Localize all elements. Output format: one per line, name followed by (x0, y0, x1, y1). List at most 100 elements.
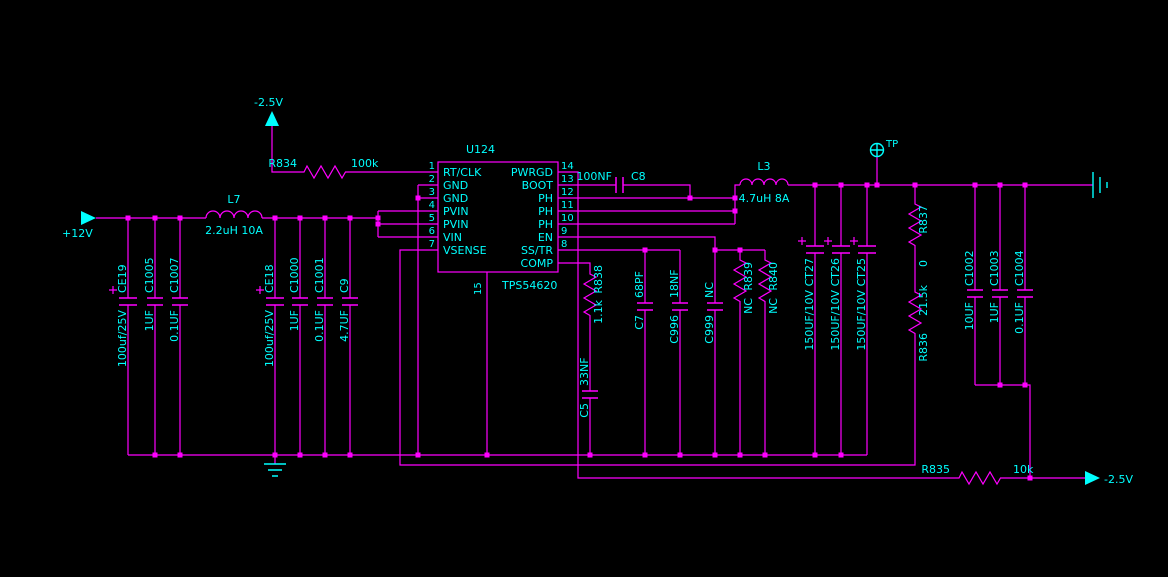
right-arrow-icon (81, 211, 96, 225)
cap-plates (707, 302, 723, 311)
ic-pin10-label: PH (538, 218, 553, 231)
ct26-ref: CT26 (829, 258, 842, 286)
inductor-coil (739, 178, 789, 186)
wire-comp-net (572, 262, 591, 455)
ic-pin5-num: 5 (429, 213, 435, 224)
r835-ref: R835 (921, 463, 950, 476)
capacitor-ct25: CT25 150UF/10V (850, 237, 876, 351)
capacitor-c5: 33NF C5 (578, 357, 598, 418)
c1005-value: 1UF (143, 310, 156, 331)
c9-ref: C9 (338, 278, 351, 293)
inductor-coil (205, 210, 263, 219)
l7-value: 2.2uH 10A (205, 224, 263, 237)
cap-plates (615, 177, 624, 193)
cap-plates (342, 297, 358, 306)
polarity-plus-icon (850, 237, 858, 245)
resistor-r835: R835 10k (921, 463, 1034, 486)
cap-plates (292, 297, 308, 306)
c1003-value: 1UF (988, 302, 1001, 323)
c5-value: 33NF (578, 357, 591, 386)
ic-pin14-num: 14 (561, 161, 574, 172)
ic-pin10-num: 10 (561, 213, 574, 224)
cap-plates (806, 245, 824, 254)
c1004-value: 0.1UF (1013, 302, 1026, 334)
ic-pin7-label: VSENSE (443, 244, 487, 257)
power-neg2v5-top: -2.5V (254, 96, 283, 126)
c9-value: 4.7UF (338, 310, 351, 342)
cap-plates (582, 390, 598, 399)
capacitor-c7: 68PF C7 (633, 271, 653, 330)
cap-plates (147, 297, 163, 306)
capacitor-ce18: CE18 100uf/25V (256, 264, 284, 367)
ic-pin3-num: 3 (429, 187, 435, 198)
cap-plates (858, 245, 876, 254)
ic-pin3-label: GND (443, 192, 468, 205)
l7-ref: L7 (227, 193, 240, 206)
wire-boot (572, 184, 691, 198)
cap-plates (172, 297, 188, 306)
wire-pwrgd-neg2v5 (572, 171, 1085, 479)
ic-pin13-num: 13 (561, 174, 574, 185)
ic-pin-comp-label: COMP (521, 257, 554, 270)
capacitor-c1002: C1002 10UF (963, 250, 983, 330)
resistor-r840: R840 NC (757, 256, 780, 314)
ic-pin4-num: 4 (429, 200, 435, 211)
capacitor-c1007: C1007 0.1UF (168, 257, 188, 342)
resistor-r834: R834 100k (268, 157, 379, 180)
r837-value: 0 (917, 260, 930, 267)
ic-pin1-label: RT/CLK (443, 166, 482, 179)
capacitor-c996: 18NF C996 (668, 269, 688, 344)
ic-part-number: TPS54620 (501, 279, 557, 292)
capacitor-c1004: C1004 0.1UF (1013, 250, 1033, 334)
c1000-value: 1UF (288, 310, 301, 331)
resistor-zigzag (907, 288, 923, 343)
ic-body (437, 161, 559, 273)
r836-ref: R836 (917, 333, 930, 362)
ground-icon (264, 463, 286, 477)
r836-value: 21.5k (917, 284, 930, 315)
resistor-zigzag (582, 270, 598, 325)
power-neg2v5-output: -2.5V (1085, 471, 1133, 486)
c1005-ref: C1005 (143, 257, 156, 293)
l3-ref: L3 (757, 160, 770, 173)
capacitor-c1003: C1003 1UF (988, 250, 1008, 323)
12v-label: +12V (62, 227, 93, 240)
ic-pin5-label: PVIN (443, 218, 469, 231)
c1007-ref: C1007 (168, 257, 181, 293)
r837-ref: R837 (917, 205, 930, 234)
ic-pin9-label: EN (538, 231, 553, 244)
wire-en-net (572, 236, 766, 455)
earth-ground-icon (1092, 172, 1108, 198)
inductor-l7: L7 2.2uH 10A (205, 193, 263, 237)
polarity-plus-icon (256, 286, 264, 294)
c1000-ref: C1000 (288, 257, 301, 293)
wire-gnd-pins (417, 184, 424, 455)
ce18-ref: CE18 (263, 264, 276, 293)
capacitor-ct26: CT26 150UF/10V (824, 237, 850, 351)
r839-ref: R839 (742, 262, 755, 291)
c1001-value: 0.1UF (313, 310, 326, 342)
r835-value: 10k (1013, 463, 1034, 476)
ct25-value: 150UF/10V (855, 290, 868, 351)
right-arrow-icon (1085, 471, 1100, 485)
capacitor-c8: 100NF C8 (576, 170, 646, 193)
ic-pin6-label: VIN (443, 231, 462, 244)
resistor-r837: R837 0 (907, 200, 930, 267)
wire-vsense-feedback (399, 249, 916, 466)
ic-pin14-label: PWRGD (511, 166, 553, 179)
cap-plates (266, 297, 284, 306)
c1004-ref: C1004 (1013, 250, 1026, 286)
l3-value: 4.7uH 8A (739, 192, 790, 205)
c996-ref: C996 (668, 315, 681, 344)
cap-plates (672, 302, 688, 311)
wire-output-section (274, 156, 1031, 478)
c1001-ref: C1001 (313, 257, 326, 293)
ce19-ref: CE19 (116, 264, 129, 293)
ct27-value: 150UF/10V (803, 290, 816, 351)
ic-pin-stubs (424, 171, 572, 264)
polarity-plus-icon (109, 286, 117, 294)
wire-ph-output (572, 184, 1093, 225)
ic-pin6-num: 6 (429, 226, 435, 237)
resistor-zigzag (300, 164, 355, 180)
ic-pin12-label: PH (538, 192, 553, 205)
